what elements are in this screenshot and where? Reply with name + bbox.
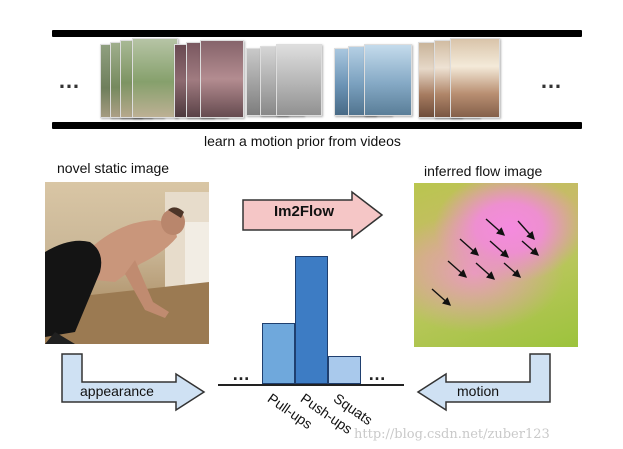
im2flow-arrow	[242, 190, 384, 240]
film-caption: learn a motion prior from videos	[204, 133, 401, 149]
histogram-bar-push-ups	[295, 256, 328, 384]
flow-image-label: inferred flow image	[424, 163, 543, 179]
inferred-flow-image	[414, 183, 578, 347]
video-frame	[364, 44, 412, 116]
appearance-label: appearance	[80, 383, 154, 399]
im2flow-label: Im2Flow	[274, 203, 335, 220]
video-film-strip: … …	[52, 30, 582, 130]
motion-arrow	[416, 353, 551, 412]
watermark-text: http://blog.csdn.net/zuber123	[354, 427, 550, 442]
histogram-left-ellipsis: …	[232, 364, 252, 384]
film-left-ellipsis: …	[58, 68, 83, 93]
histogram-bar-squats	[328, 356, 361, 384]
motion-label: motion	[457, 383, 500, 399]
novel-static-image	[45, 182, 209, 344]
histogram-bar-pull-ups	[262, 323, 295, 384]
push-up-person-illustration	[45, 192, 209, 344]
video-frame	[200, 40, 244, 118]
film-rail-top	[52, 30, 582, 37]
novel-image-label: novel static image	[57, 160, 170, 176]
appearance-arrow	[61, 353, 206, 412]
video-frame	[276, 44, 322, 116]
video-frame	[132, 38, 178, 118]
flow-arrows	[431, 218, 540, 306]
histogram-baseline	[218, 384, 404, 386]
histogram-right-ellipsis: …	[368, 364, 388, 384]
video-frame	[450, 38, 500, 118]
film-right-ellipsis: …	[540, 68, 565, 93]
film-rail-bottom	[52, 122, 582, 129]
